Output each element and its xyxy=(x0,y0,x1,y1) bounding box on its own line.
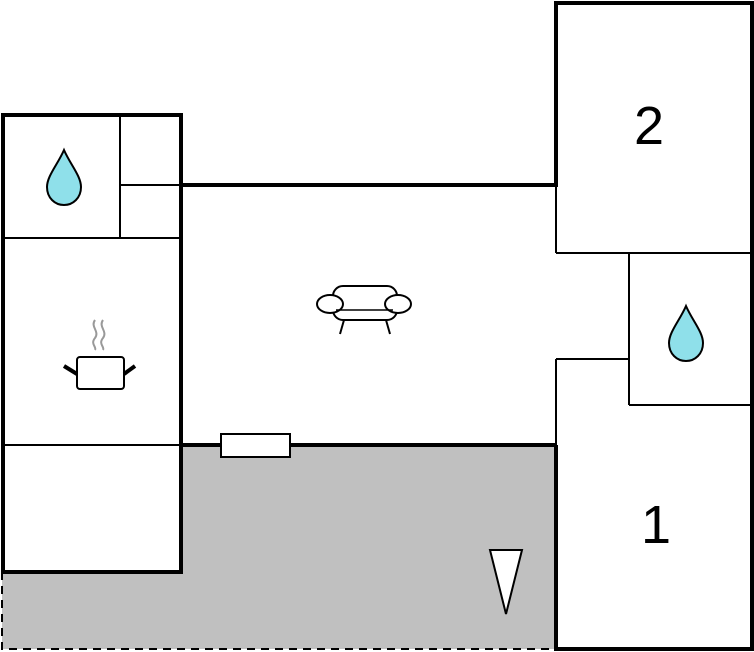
left-wing xyxy=(1,113,183,574)
room-number-2: 2 xyxy=(634,96,664,156)
window xyxy=(220,433,291,458)
terrace xyxy=(1,445,556,650)
water-drop-icon xyxy=(667,303,705,363)
terrace-boundary xyxy=(1,572,556,650)
right-wing xyxy=(554,1,754,651)
living-room xyxy=(179,183,557,458)
room-number-1: 1 xyxy=(641,495,671,555)
sofa-icon xyxy=(316,285,412,335)
water-drop-icon xyxy=(45,147,83,207)
north-arrow-icon xyxy=(488,549,524,615)
cooking-pot-icon xyxy=(62,319,137,390)
